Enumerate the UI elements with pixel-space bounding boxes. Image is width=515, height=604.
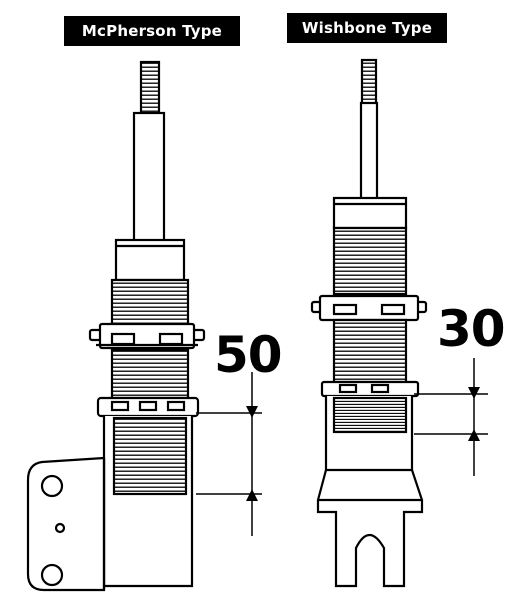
bracket-hole-top	[40, 474, 64, 498]
wishbone-upper-seat	[310, 294, 428, 322]
wishbone-rod-thread	[360, 58, 378, 106]
mcpherson-thread-middle	[110, 348, 190, 400]
mcpherson-strut	[26, 60, 206, 592]
wishbone-thread-upper	[332, 226, 408, 296]
wishbone-type-label: Wishbone Type	[287, 13, 447, 43]
mcpherson-upper-seat	[88, 322, 206, 350]
mcpherson-knuckle-bracket	[26, 456, 106, 592]
wishbone-top-cap	[332, 196, 408, 230]
bracket-hole-bottom	[40, 563, 64, 587]
mcpherson-thread-lower	[112, 416, 188, 496]
wishbone-dimension-value: 30	[437, 300, 506, 358]
wishbone-lock-ring	[320, 380, 420, 398]
wishbone-thread-middle	[332, 318, 408, 384]
mcpherson-dimension-value: 50	[214, 326, 283, 384]
bracket-hole-small	[54, 522, 66, 534]
mcpherson-dimension	[196, 372, 262, 536]
mcpherson-lock-ring	[96, 396, 200, 418]
wishbone-piston-rod	[359, 101, 379, 201]
wishbone-thread-lower	[332, 396, 408, 434]
mcpherson-thread-upper	[110, 278, 190, 326]
wishbone-dimension	[414, 358, 488, 476]
wishbone-strut	[310, 58, 428, 588]
mcpherson-type-label: McPherson Type	[64, 16, 240, 46]
mcpherson-piston-rod	[132, 111, 166, 245]
wishbone-fork-mount	[316, 468, 424, 588]
mcpherson-rod-thread	[139, 60, 161, 116]
